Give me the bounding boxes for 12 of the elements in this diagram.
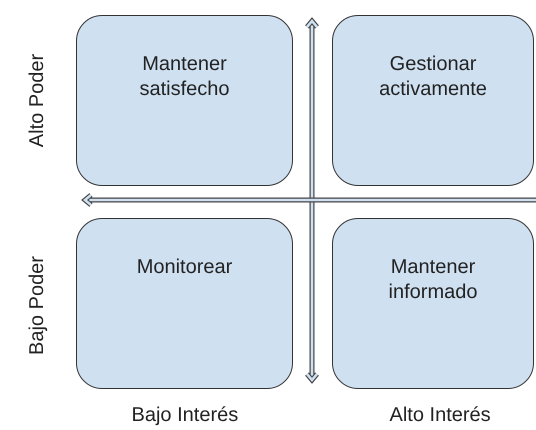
quadrant-box: [76, 15, 293, 186]
quadrant-label: Monitorear: [136, 255, 234, 280]
quadrant-label: Gestionar activamente: [378, 52, 488, 102]
quadrant-label: Mantener informado: [388, 255, 478, 305]
axis-label: Bajo Poder: [25, 256, 48, 354]
quadrant-box: [76, 218, 293, 389]
axis-label: Alto Poder: [26, 53, 49, 147]
axis-label: Bajo Interés: [132, 404, 238, 426]
axis-label: Alto Interés: [390, 404, 491, 426]
quadrant-label: Mantener satisfecho: [138, 52, 231, 102]
quadrant-box: [332, 15, 534, 186]
quadrant-box: [332, 218, 534, 389]
